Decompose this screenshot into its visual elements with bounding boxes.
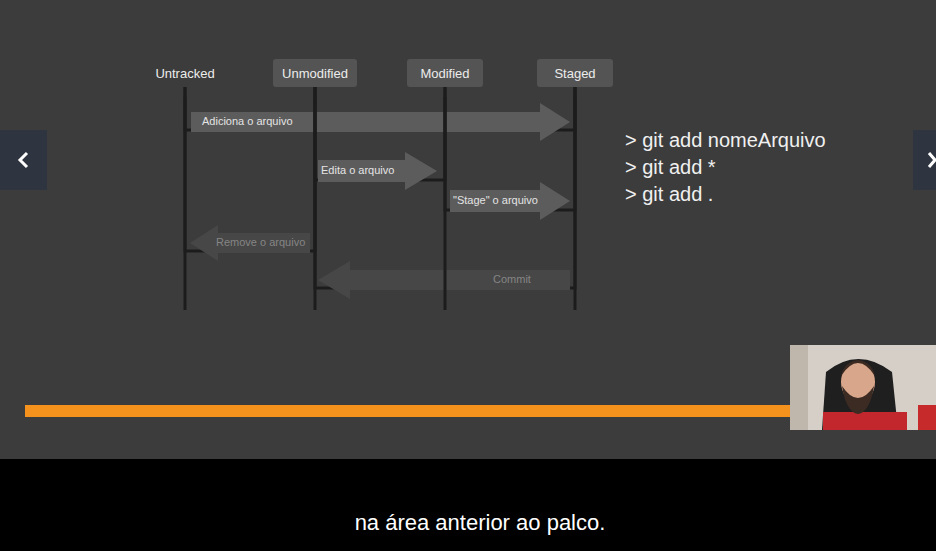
webcam-wall — [790, 345, 936, 430]
block-arrow — [191, 103, 570, 141]
state-name: Staged — [554, 66, 595, 81]
state-box: Modified — [407, 59, 483, 87]
webcam-door — [790, 345, 808, 430]
hair — [841, 360, 875, 376]
red-object — [918, 405, 936, 430]
state-box: Staged — [537, 59, 613, 87]
chevron-icon — [929, 153, 935, 167]
lifeline — [444, 97, 447, 310]
red-shirt — [823, 412, 907, 430]
lifeline — [314, 97, 317, 310]
subtitle-text: na área anterior ao palco. — [351, 509, 610, 537]
block-arrow — [318, 152, 437, 190]
lifeline — [574, 97, 577, 310]
git-command: > git add * — [625, 155, 716, 179]
state-name: Unmodified — [282, 66, 348, 81]
state-name: Untracked — [155, 66, 214, 81]
lifeline — [184, 97, 187, 310]
connector-route — [185, 87, 315, 251]
slide-ground — [0, 0, 936, 459]
chevron-icon — [20, 153, 27, 167]
state-box: Unmodified — [273, 59, 357, 87]
arrow-label: Commit — [493, 273, 531, 286]
transition-arrow — [315, 87, 445, 190]
arrow-label: "Stage" o arquivo — [453, 194, 538, 207]
state-name: Modified — [420, 66, 469, 81]
transition-arrow — [185, 87, 575, 141]
block-arrow — [450, 182, 570, 220]
git-command: > git add nomeArquivo — [625, 128, 826, 152]
arrow-label: Remove o arquivo — [216, 236, 305, 249]
arrow-label: Adiciona o arquivo — [202, 115, 293, 128]
transition-arrow — [445, 87, 575, 220]
nav-button — [913, 130, 936, 190]
nav-button — [0, 130, 47, 190]
block-arrow — [190, 225, 310, 261]
transition-arrow — [185, 87, 315, 261]
git-command: > git add . — [625, 182, 713, 206]
beard — [842, 386, 874, 414]
arrow-label: Edita o arquivo — [321, 164, 394, 177]
webcam-picture — [790, 345, 936, 430]
state-heading: Untracked — [146, 59, 224, 87]
subtitle-band — [0, 459, 936, 551]
progress-bar — [25, 405, 791, 417]
